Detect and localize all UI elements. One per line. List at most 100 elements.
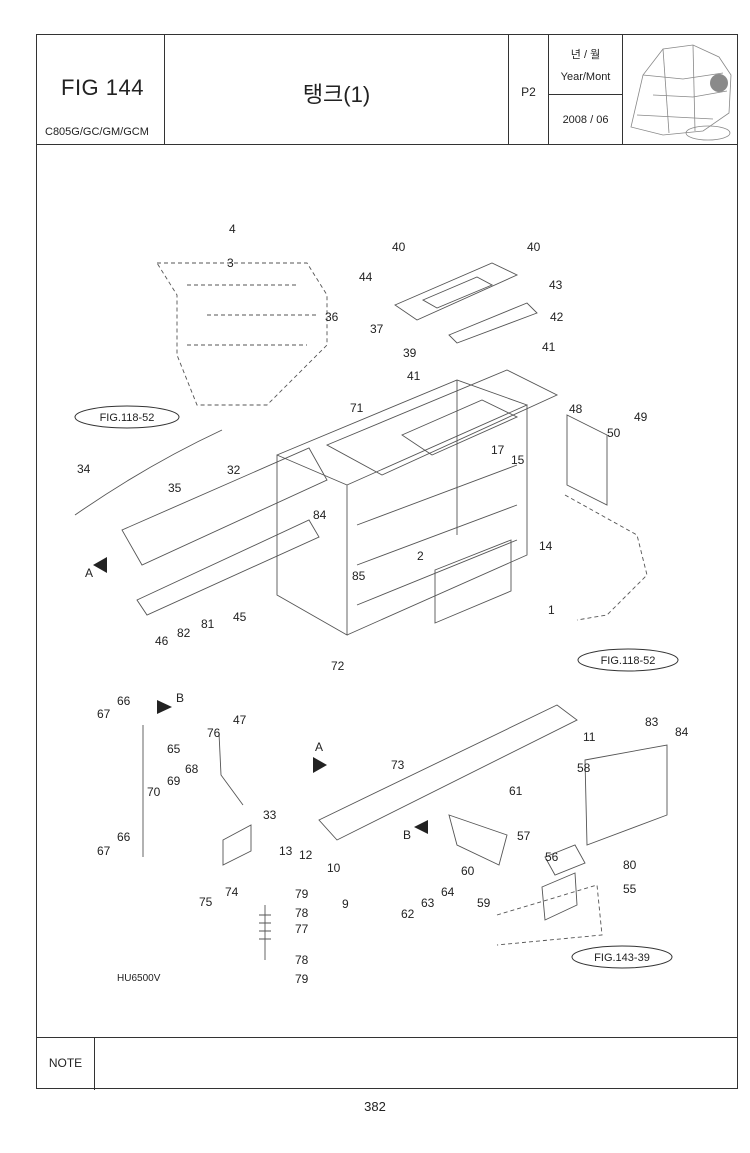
part-callout-80: 80	[623, 858, 637, 872]
part-callout-84: 84	[313, 508, 327, 522]
page-code: P2	[521, 85, 536, 99]
part-callout-56: 56	[545, 850, 559, 864]
part-callout-15: 15	[511, 453, 525, 467]
part-callout-67: 67	[97, 707, 111, 721]
part-callout-17: 17	[491, 443, 505, 457]
part-callout-64: 64	[441, 885, 455, 899]
issue-date: 2008 / 06	[562, 114, 609, 126]
ref-oval-143-39	[571, 945, 673, 969]
part-callout-48: 48	[569, 402, 583, 416]
part-callout-44: 44	[359, 270, 373, 284]
part-callout-12: 12	[299, 848, 313, 862]
part-callout-66: 66	[117, 830, 131, 844]
part-callout-34: 34	[77, 462, 91, 476]
part-callout-70: 70	[147, 785, 161, 799]
view-label-b2: B	[403, 828, 411, 842]
part-callout-46: 46	[155, 634, 169, 648]
date-cell: 년 / 월 Year/Mont 2008 / 06	[549, 35, 623, 144]
part-callout-4: 4	[229, 222, 236, 236]
ref-oval-118-52-left	[74, 405, 180, 429]
part-callout-81: 81	[201, 617, 215, 631]
model-list: C805G/GC/GM/GCM	[45, 126, 149, 138]
part-callout-63: 63	[421, 896, 435, 910]
page-title: 탱크(1)	[302, 82, 371, 107]
part-callout-14: 14	[539, 539, 553, 553]
fig-cell: FIG 144 C805G/GC/GM/GCM	[37, 35, 165, 144]
part-callout-9: 9	[342, 897, 349, 911]
part-callout-33: 33	[263, 808, 277, 822]
header-block: FIG 144 C805G/GC/GM/GCM 탱크(1) P2 년 / 월 Y…	[37, 35, 737, 145]
part-callout-1: 1	[548, 603, 555, 617]
part-callout-59: 59	[477, 896, 491, 910]
part-callout-61: 61	[509, 784, 523, 798]
part-callout-76: 76	[207, 726, 221, 740]
part-callout-68: 68	[185, 762, 199, 776]
part-callout-84: 84	[675, 725, 689, 739]
part-callout-67: 67	[97, 844, 111, 858]
title-cell: 탱크(1)	[165, 35, 509, 144]
part-callout-78: 78	[295, 953, 309, 967]
part-callout-39: 39	[403, 346, 417, 360]
part-callout-69: 69	[167, 774, 181, 788]
part-callout-45: 45	[233, 610, 247, 624]
view-arrow-b1	[157, 700, 172, 714]
part-callout-66: 66	[117, 694, 131, 708]
view-label-b1: B	[176, 691, 184, 705]
machine-thumbnail-cell	[623, 35, 739, 144]
view-label-a1: A	[85, 566, 93, 580]
part-callout-74: 74	[225, 885, 239, 899]
part-callout-83: 83	[645, 715, 659, 729]
fig-number: FIG 144	[61, 75, 144, 100]
part-callout-65: 65	[167, 742, 181, 756]
part-callout-62: 62	[401, 907, 415, 921]
part-callout-73: 73	[391, 758, 405, 772]
part-callout-85: 85	[352, 569, 366, 583]
part-callout-10: 10	[327, 861, 341, 875]
part-callout-36: 36	[325, 310, 339, 324]
part-callout-58: 58	[577, 761, 591, 775]
part-callout-32: 32	[227, 463, 241, 477]
part-callout-79: 79	[295, 972, 309, 986]
part-callout-82: 82	[177, 626, 191, 640]
page-code-cell: P2	[509, 35, 549, 144]
part-callout-13: 13	[279, 844, 293, 858]
part-callout-50: 50	[607, 426, 621, 440]
page-number: 382	[364, 1099, 386, 1114]
view-label-a2: A	[315, 740, 323, 754]
part-callout-37: 37	[370, 322, 384, 336]
part-callout-2: 2	[417, 549, 424, 563]
note-row: NOTE	[37, 1037, 737, 1090]
part-callout-11: 11	[583, 730, 596, 744]
part-callout-75: 75	[199, 895, 213, 909]
view-arrow-a1	[93, 557, 107, 573]
part-callout-79: 79	[295, 887, 309, 901]
part-callout-60: 60	[461, 864, 475, 878]
part-callout-55: 55	[623, 882, 637, 896]
combine-harvester-thumbnail	[630, 44, 732, 141]
year-month-kr: 년 / 월	[570, 49, 601, 61]
view-arrow-a2	[313, 757, 327, 773]
drawing-code: HU6500V	[117, 973, 161, 984]
part-callout-43: 43	[549, 278, 563, 292]
part-callout-41: 41	[407, 369, 421, 383]
part-callout-72: 72	[331, 659, 345, 673]
part-callout-42: 42	[550, 310, 564, 324]
part-callout-57: 57	[517, 829, 531, 843]
year-month-en: Year/Mont	[560, 71, 611, 83]
part-callout-41: 41	[542, 340, 556, 354]
part-callout-78: 78	[295, 906, 309, 920]
part-callout-47: 47	[233, 713, 247, 727]
catalog-page-frame: FIG 144 C805G/GC/GM/GCM 탱크(1) P2 년 / 월 Y…	[36, 34, 738, 1090]
part-callout-40: 40	[392, 240, 406, 254]
ref-label-143-39: FIG.143-39	[594, 952, 650, 964]
note-label: NOTE	[37, 1038, 95, 1090]
tank-exploded-diagram: FIG.118-52 FIG.118-52 FIG.143-39 A A B B…	[74, 222, 689, 986]
part-callout-40: 40	[527, 240, 541, 254]
part-callout-35: 35	[168, 481, 182, 495]
view-arrow-b2	[414, 820, 428, 834]
ref-label-118-52-right: FIG.118-52	[601, 655, 656, 667]
part-callout-3: 3	[227, 256, 234, 270]
part-callout-49: 49	[634, 410, 648, 424]
part-callout-77: 77	[295, 922, 309, 936]
ref-label-118-52-left: FIG.118-52	[100, 412, 155, 424]
